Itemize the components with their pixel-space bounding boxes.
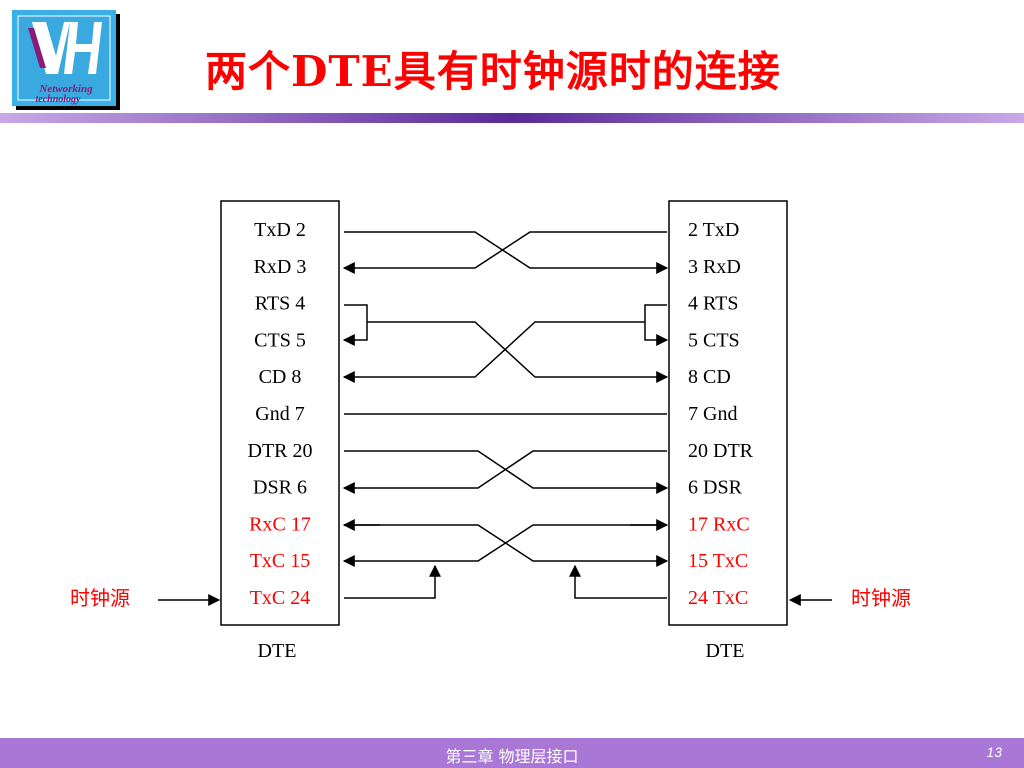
right-pin-label: 5 CTS xyxy=(688,329,740,351)
left-pin-label: DSR 6 xyxy=(253,477,307,499)
title-divider-bar xyxy=(0,113,1024,123)
wire-dtr-right-to-dsr-left xyxy=(342,450,667,494)
left-pin-label: TxC 15 xyxy=(250,550,311,572)
right-pin-label: 2 TxD xyxy=(688,219,739,241)
wire-rts-cts-loop-left xyxy=(342,304,368,346)
left-pin-label: CTS 5 xyxy=(254,329,306,351)
footer-page-number: 13 xyxy=(986,744,1002,760)
left-pin-label: CD 8 xyxy=(259,366,302,388)
right-pin-label: 15 TxC xyxy=(688,550,748,572)
wire-rts-cts-loop-right xyxy=(644,304,669,346)
wire-txd-left-to-rxd-right xyxy=(344,231,669,274)
left-dte-label: DTE xyxy=(258,640,297,662)
right-pin-label: 20 DTR xyxy=(688,440,754,462)
left-pin-label: RTS 4 xyxy=(255,293,305,315)
page-title: 两个DTE具有时钟源时的连接 xyxy=(205,47,781,96)
wire-right-clock-to-left-rxc xyxy=(342,524,575,567)
right-pin-label: 24 TxC xyxy=(688,587,748,609)
left-pin-label: TxD 2 xyxy=(254,219,306,241)
right-dte-label: DTE xyxy=(706,640,745,662)
wire-rts-left-to-cd-right xyxy=(367,321,669,383)
right-pin-label: 6 DSR xyxy=(688,477,743,499)
wire-txd-right-to-rxd-left xyxy=(342,231,667,274)
clock-source-left-label: 时钟源 xyxy=(70,587,130,610)
networking-technology-logo: Networking technology xyxy=(12,10,120,110)
right-pin-label: 8 CD xyxy=(688,366,731,388)
wire-right-txc24-riser xyxy=(569,564,667,599)
footer-chapter-title: 第三章 物理层接口 xyxy=(445,747,579,766)
left-pin-label: DTR 20 xyxy=(248,440,313,462)
left-pin-label: Gnd 7 xyxy=(255,403,304,425)
right-pin-label: 4 RTS xyxy=(688,293,738,315)
footer-bar: 第三章 物理层接口 13 xyxy=(0,738,1024,768)
right-pin-label: 17 RxC xyxy=(688,513,750,535)
logo-text-line1: Networking xyxy=(38,83,93,95)
right-pin-label: 3 RxD xyxy=(688,256,741,278)
right-dte-box xyxy=(668,200,788,626)
wire-left-txc24-riser xyxy=(344,564,441,599)
clock-source-right-label: 时钟源 xyxy=(851,587,911,610)
left-pin-label: RxD 3 xyxy=(254,256,307,278)
left-pin-label: RxC 17 xyxy=(249,513,311,535)
right-pin-label: 7 Gnd xyxy=(688,403,737,425)
wire-rts-right-to-cd-left xyxy=(342,321,645,383)
logo-text-line2: technology xyxy=(36,94,82,105)
left-pin-label: TxC 24 xyxy=(250,587,311,609)
left-dte-box xyxy=(220,200,340,626)
wire-left-clock-to-right-rxc xyxy=(435,524,669,567)
